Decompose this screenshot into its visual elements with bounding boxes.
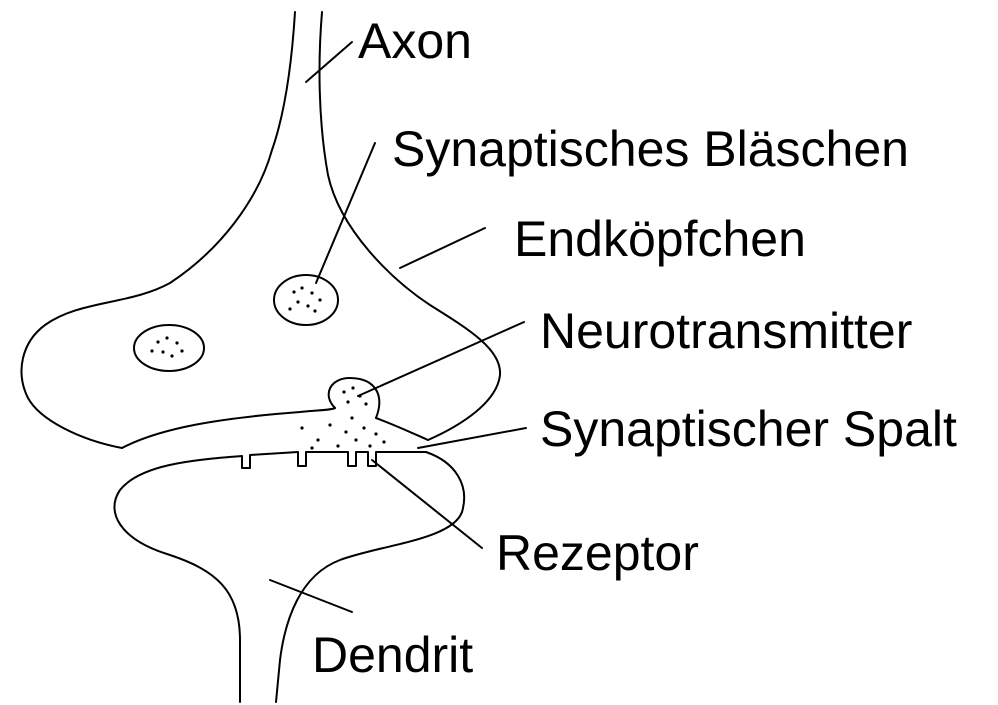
- axon-right-membrane: [320, 12, 501, 440]
- leader-receptor: [372, 460, 482, 548]
- leader-terminal-bouton: [400, 228, 485, 268]
- vesicle-2-neurotransmitters: [150, 336, 183, 357]
- cleft-neurotransmitters: [300, 416, 385, 449]
- fusing-vesicle-neurotransmitters: [342, 386, 367, 405]
- label-receptor: Rezeptor: [496, 525, 699, 581]
- leader-synaptic-vesicle: [316, 143, 375, 283]
- presynaptic-membrane-right: [376, 418, 428, 440]
- axon-left-membrane: [22, 12, 295, 448]
- synaptic-vesicle-1: [274, 275, 338, 325]
- synaptic-vesicle-2: [134, 325, 204, 371]
- label-axon: Axon: [358, 13, 472, 69]
- leader-neurotransmitter: [358, 322, 524, 396]
- label-synaptic-cleft: Synaptischer Spalt: [540, 401, 957, 457]
- label-synaptic-vesicle: Synaptisches Bläschen: [392, 121, 909, 177]
- label-terminal-bouton: Endköpfchen: [514, 211, 806, 267]
- leader-axon: [306, 42, 352, 82]
- leader-dendrite: [270, 580, 352, 612]
- label-neurotransmitter: Neurotransmitter: [540, 303, 912, 359]
- fusing-vesicle: [329, 378, 380, 418]
- label-dendrite: Dendrit: [312, 627, 473, 683]
- vesicle-1-neurotransmitters: [288, 286, 321, 312]
